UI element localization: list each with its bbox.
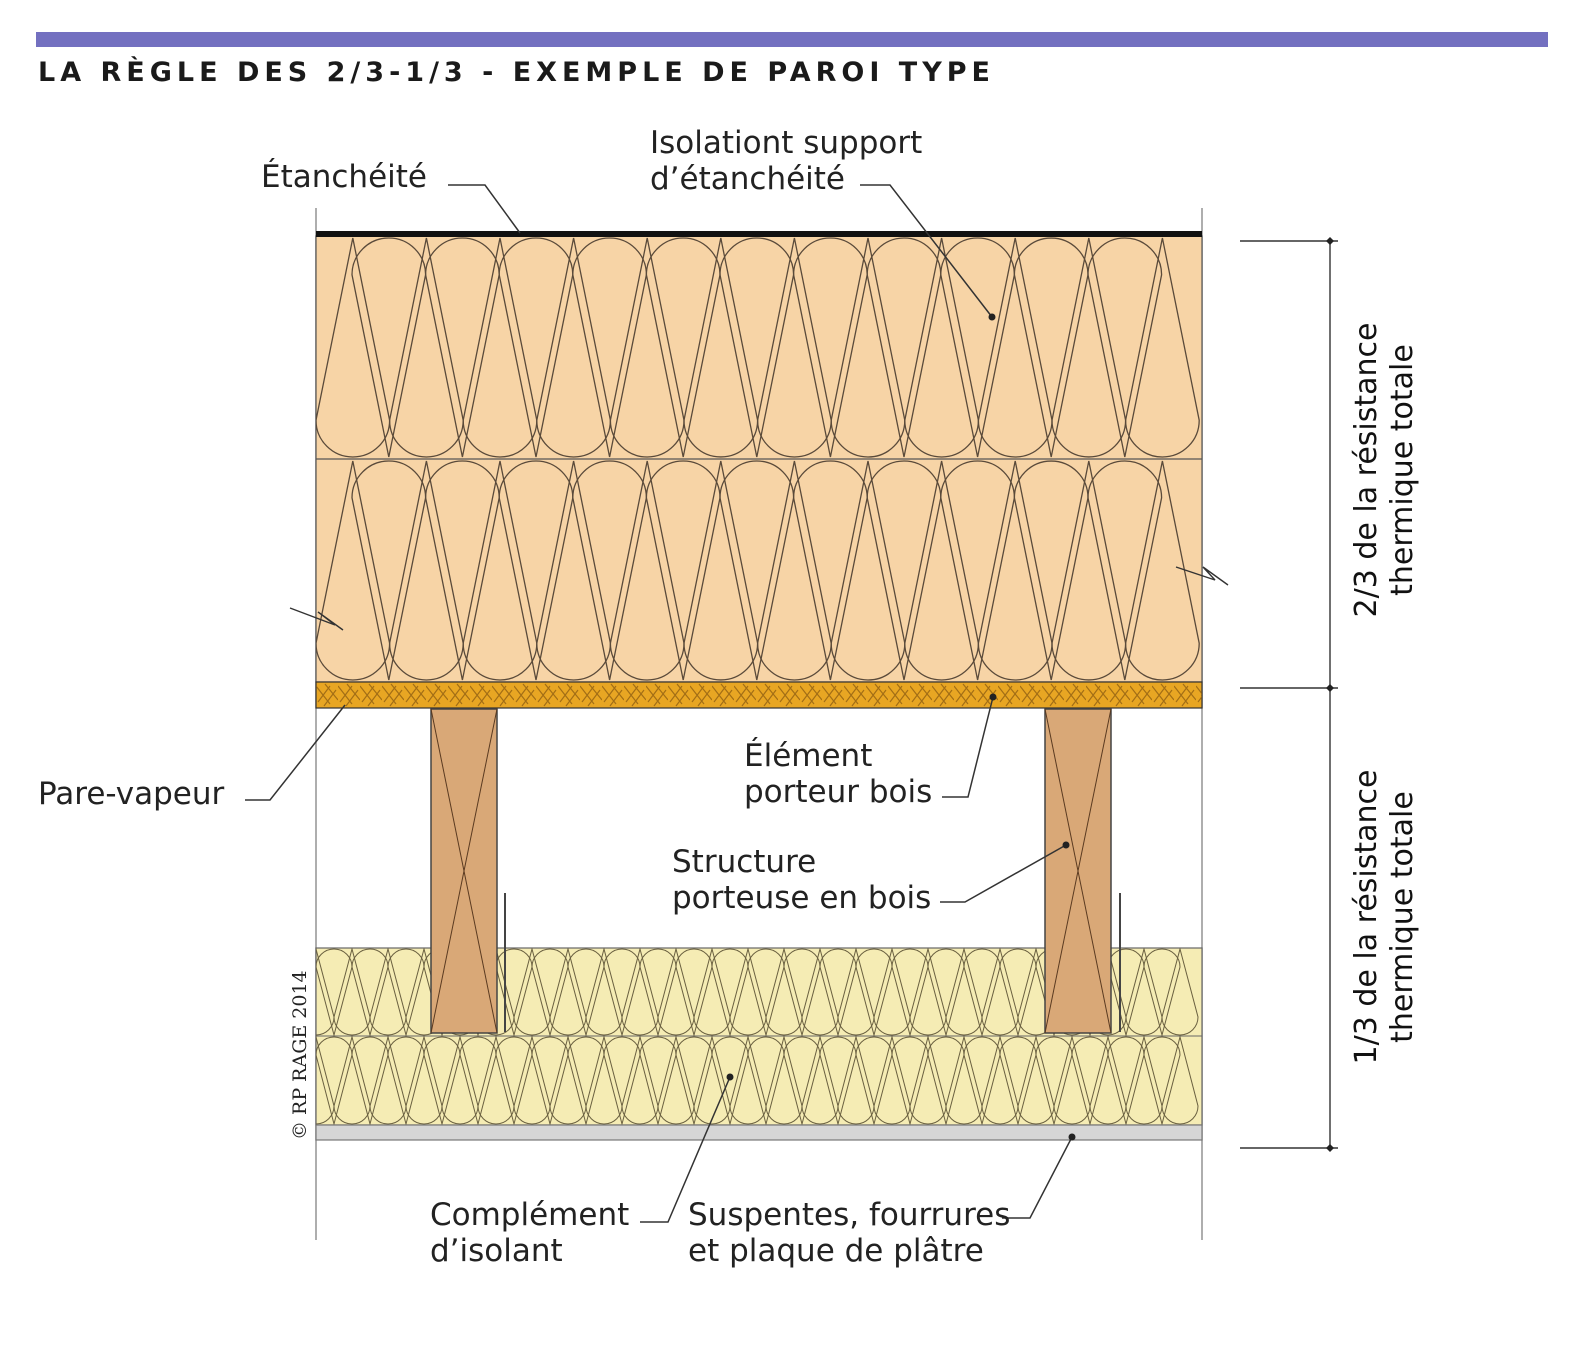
leader-dot-isolant [988,313,996,321]
label-pare-vapeur: Pare-vapeur [38,776,225,812]
label-complement-line1: Complément [430,1197,629,1233]
leader-etancheite [448,184,521,234]
leader-complement [640,1076,731,1223]
leader-dot-element [989,693,997,701]
dimension-label-upper: 2/3 de la résistance thermique totale [1349,323,1420,618]
label-element-porteur-line2: porteur bois [744,774,932,810]
label-suspentes-line1: Suspentes, fourrures [688,1197,1010,1233]
label-structure-line2: porteuse en bois [672,880,931,916]
svg-text:© RP RAGE 2014: © RP RAGE 2014 [289,970,311,1140]
svg-text:1/3 de la résistance: 1/3 de la résistance [1349,770,1384,1065]
leader-dot-complement [726,1073,734,1081]
label-isolant-support-line2: d’étanchéité [650,161,845,197]
dimension-label-lower: 1/3 de la résistance thermique totale [1349,770,1420,1065]
plasterboard [315,1124,1203,1141]
leader-element-porteur [942,696,994,798]
top-accent-rule [36,32,1548,47]
dimension-tick-top [1326,237,1334,245]
label-complement-line2: d’isolant [430,1233,563,1269]
lower-insulation-pattern [316,948,1199,1125]
label-structure-line1: Structure [672,844,816,880]
break-mark-left [289,607,344,631]
dimension-tick-middle [1326,684,1334,692]
wood-beam-right [1044,708,1112,1034]
svg-text:2/3 de la résistance: 2/3 de la résistance [1349,323,1384,618]
page-title: LA RÈGLE DES 2/3-1/3 - EXEMPLE DE PAROI … [38,57,995,88]
wood-beam-left [430,708,498,1034]
upper-insulation-pattern [316,237,1200,681]
svg-text:thermique totale: thermique totale [1385,791,1420,1043]
leader-structure [940,844,1067,903]
leader-pare-vapeur [245,704,346,801]
leader-dot-suspentes [1068,1133,1076,1141]
label-suspentes-line2: et plaque de plâtre [688,1233,984,1269]
break-mark-right [1175,566,1229,586]
label-element-porteur-line1: Élément [744,738,872,774]
dimension-lines [1240,240,1338,1149]
label-isolant-support-line1: Isolationt support [650,125,922,161]
dimension-tick-bottom [1326,1144,1334,1152]
waterproofing-membrane [316,231,1202,237]
svg-text:thermique totale: thermique totale [1385,344,1420,596]
leader-dot-structure [1062,841,1070,849]
label-etancheite: Étanchéité [261,159,427,195]
leader-isolant-support [860,184,993,318]
osb-texture [316,682,1202,708]
leader-suspentes [1002,1136,1073,1219]
copyright-notice: © RP RAGE 2014 [289,970,311,1140]
